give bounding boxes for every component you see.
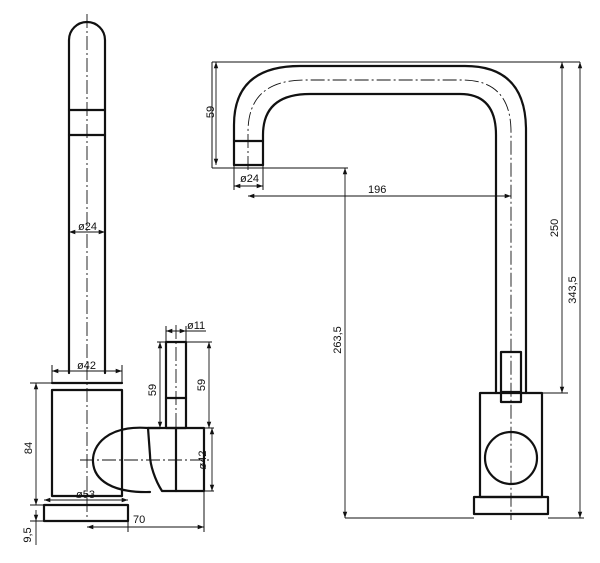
side-base	[42, 503, 130, 523]
dim-side-base-height: 9,5	[22, 510, 44, 545]
svg-text:ø24: ø24	[240, 173, 259, 185]
side-view: ø24 ø42 ø11 59 59	[22, 14, 215, 545]
dim-side-base-diameter: ø53	[44, 489, 128, 503]
front-lever	[499, 350, 523, 404]
dim-front-spout-diameter: ø24	[212, 165, 348, 190]
svg-text:59: 59	[205, 106, 217, 118]
dim-front-arc-height: 250	[526, 62, 568, 394]
front-spout-outer	[232, 64, 528, 395]
dim-front-total-height: 343,5	[548, 62, 584, 519]
front-base	[472, 495, 550, 516]
front-spout-inner	[261, 92, 498, 395]
front-spout-centerline	[247, 79, 512, 520]
side-body	[50, 388, 124, 498]
svg-text:9,5: 9,5	[22, 527, 34, 542]
dim-front-upper: 59	[205, 62, 219, 165]
svg-text:ø42: ø42	[77, 360, 96, 372]
svg-text:ø53: ø53	[76, 489, 95, 501]
svg-text:ø42: ø42	[197, 451, 209, 470]
dim-front-reach: 196	[248, 184, 511, 199]
svg-text:59: 59	[147, 384, 159, 396]
front-handle	[483, 430, 539, 486]
side-handle-dome	[91, 426, 152, 494]
side-handle-knob	[146, 426, 206, 493]
dim-side-lever-height-right: 59	[186, 341, 212, 429]
svg-text:263,5: 263,5	[332, 326, 344, 354]
dim-side-lever-diameter: ø11	[165, 320, 206, 342]
dim-side-body-height: 84	[23, 382, 52, 506]
svg-text:196: 196	[368, 184, 386, 196]
svg-text:343,5: 343,5	[567, 276, 579, 304]
dim-side-handle-diameter: ø42	[197, 427, 215, 492]
dim-side-body-diameter: ø42	[51, 360, 123, 383]
svg-text:59: 59	[196, 379, 208, 391]
dim-side-spout-diameter: ø24	[69, 221, 105, 235]
svg-text:ø24: ø24	[78, 221, 97, 233]
svg-text:ø11: ø11	[187, 320, 205, 332]
dim-front-spout-height: 263,5	[332, 168, 474, 519]
svg-text:70: 70	[133, 514, 145, 526]
svg-text:250: 250	[549, 219, 561, 237]
front-view: 59 ø24 196 263,5 250	[205, 61, 584, 520]
dim-side-depth: 70	[87, 491, 205, 532]
dim-side-lever-height-left: 59	[147, 341, 166, 428]
svg-text:84: 84	[23, 442, 35, 454]
